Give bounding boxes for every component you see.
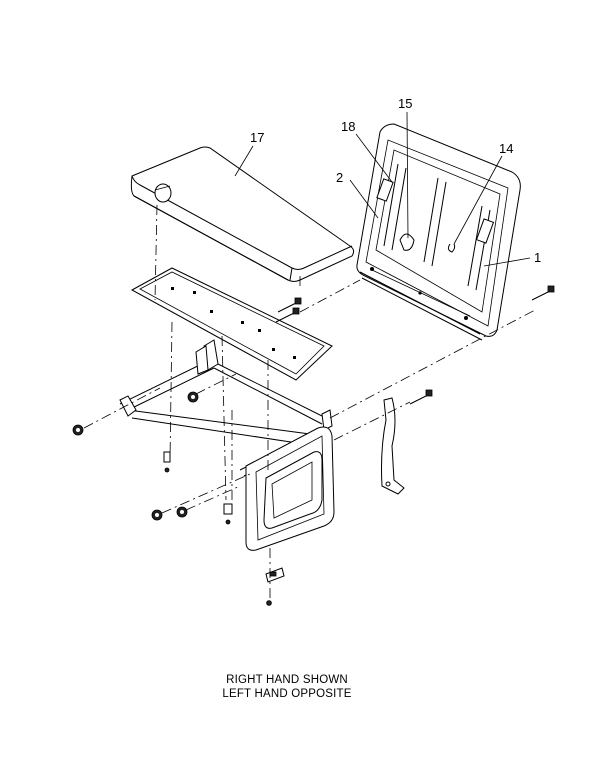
caption-line-2: LEFT HAND OPPOSITE: [222, 688, 352, 700]
bolt-right: [531, 285, 555, 301]
callout-17: 17: [250, 130, 264, 145]
callout-18: 18: [341, 119, 355, 134]
callout-1: 1: [534, 250, 541, 265]
assembly-center-lines: [83, 204, 536, 600]
seat-back-assembly: [356, 123, 521, 341]
nut-lower-left-b: [176, 506, 188, 518]
nut-lower-left-a: [151, 509, 163, 521]
callout-14: 14: [499, 141, 513, 156]
callout-leaders: [234, 111, 531, 267]
seat-pan: [130, 267, 333, 381]
nut-left: [72, 424, 84, 436]
diagram-caption: RIGHT HAND SHOWN LEFT HAND OPPOSITE: [0, 673, 574, 701]
side-support-bracket: [381, 397, 405, 495]
nut-center: [187, 391, 199, 403]
callout-15: 15: [398, 96, 412, 111]
bolt-mid-right: [409, 389, 433, 405]
latch-clip: [265, 567, 285, 606]
caption-line-1: RIGHT HAND SHOWN: [226, 674, 348, 686]
callout-2: 2: [336, 170, 343, 185]
arm-rest-panel: [245, 426, 335, 551]
bolt-upper-left: [275, 297, 302, 323]
seat-cushion: [130, 146, 355, 282]
